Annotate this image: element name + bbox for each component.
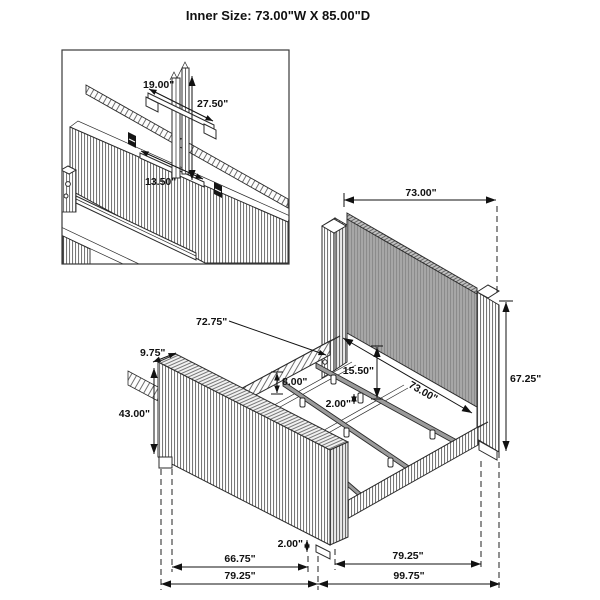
dim-footboard-inner-width: 66.75" bbox=[224, 553, 255, 565]
dim-slat-leg: 2.00" bbox=[326, 398, 351, 410]
inset-detail-view: 19.00" 27.50" 13.50" bbox=[61, 49, 290, 265]
bed-frame-drawing: 73.00" 67.25" 73.00" 15.50" 2.00" 72.75" bbox=[119, 187, 541, 590]
dim-crossbar-width: 19.00" bbox=[143, 79, 174, 91]
dim-footboard-foot: 2.00" bbox=[278, 538, 303, 550]
inset-border bbox=[61, 49, 290, 265]
dim-rail-length: 72.75" bbox=[196, 316, 227, 328]
footboard-foot bbox=[315, 544, 331, 560]
dim-panel-to-slat: 15.50" bbox=[343, 365, 374, 377]
dim-rail-height: 8.00" bbox=[282, 376, 307, 388]
dim-frame-depth: 79.25" bbox=[392, 550, 423, 562]
footboard-foot bbox=[158, 456, 173, 469]
headboard bbox=[321, 212, 500, 461]
headboard-foot bbox=[478, 440, 498, 461]
dim-mount-bracket-width: 13.50" bbox=[145, 176, 176, 188]
dim-headboard-height: 67.25" bbox=[510, 373, 541, 385]
dim-overall-depth: 99.75" bbox=[393, 570, 424, 582]
page-title: Inner Size: 73.00"W X 85.00"D bbox=[186, 8, 370, 23]
dimension-annotations: 73.00" 67.25" 73.00" 15.50" 2.00" 72.75" bbox=[119, 187, 541, 590]
inset-dimensions: 19.00" 27.50" 13.50" bbox=[140, 76, 228, 188]
footboard bbox=[127, 353, 350, 560]
dim-footboard-height: 43.00" bbox=[119, 408, 150, 420]
bolt-hole bbox=[322, 359, 328, 365]
frame-corner-detail bbox=[62, 165, 197, 264]
dim-headboard-width: 73.00" bbox=[405, 187, 436, 199]
dim-footboard-width: 79.25" bbox=[224, 570, 255, 582]
dim-mount-post-height: 27.50" bbox=[197, 98, 228, 110]
dim-footboard-thickness: 9.75" bbox=[140, 347, 165, 359]
